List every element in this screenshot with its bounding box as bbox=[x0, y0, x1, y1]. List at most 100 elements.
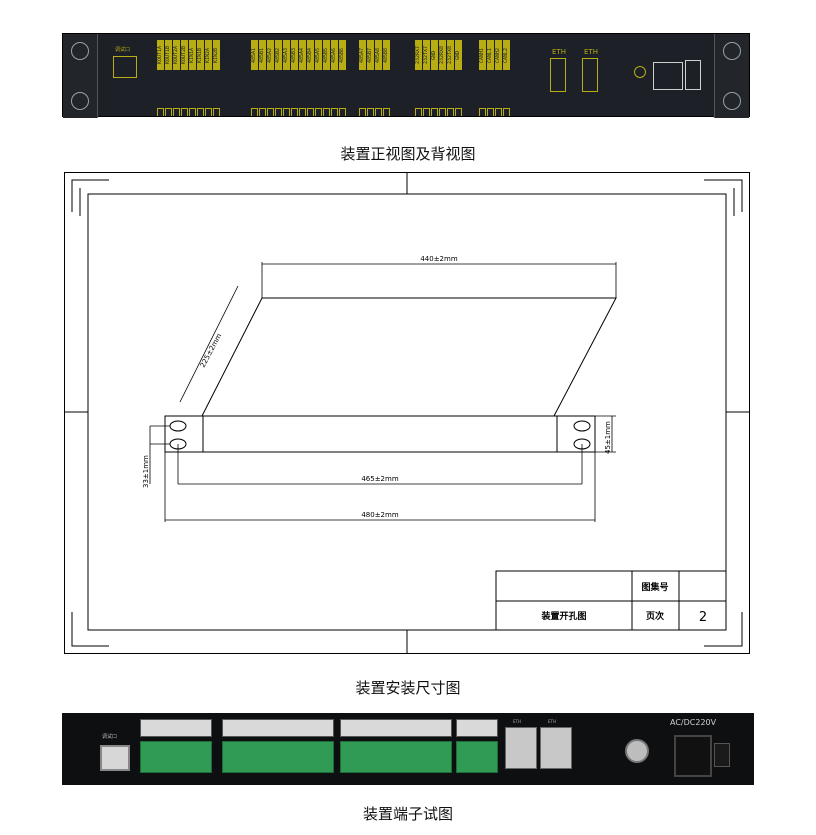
terminal-pin bbox=[375, 108, 382, 116]
terminal-plug bbox=[456, 741, 498, 773]
terminal-label: KIN1A bbox=[189, 40, 196, 70]
dim-mount-spacing: 465±2mm bbox=[361, 475, 398, 483]
terminal-label: 485A4 bbox=[299, 40, 306, 70]
dim-depth: 225±2mm bbox=[199, 332, 224, 369]
terminal-pin bbox=[487, 108, 494, 116]
terminal-pin bbox=[307, 108, 314, 116]
terminal-pin bbox=[165, 108, 172, 116]
terminal-label: 485A3 bbox=[283, 40, 290, 70]
terminal-label: 232RX7 bbox=[415, 40, 422, 70]
mount-hole-icon bbox=[71, 42, 89, 60]
terminal-header bbox=[140, 719, 212, 737]
eth1-jack-icon bbox=[505, 727, 537, 769]
terminal-pin bbox=[173, 108, 180, 116]
eth1-label: ETH bbox=[552, 48, 566, 56]
terminal-label: 485B7 bbox=[367, 40, 374, 70]
terminal-label: KOUT1A bbox=[157, 40, 164, 70]
terminal-plug bbox=[340, 741, 452, 773]
mount-hole-icon bbox=[723, 42, 741, 60]
caption-terminal-view: 装置端子试图 bbox=[362, 805, 453, 823]
mount-hole-icon bbox=[723, 92, 741, 110]
terminal-label: 485B6 bbox=[339, 40, 346, 70]
power-switch-icon bbox=[714, 743, 730, 767]
terminal-label: KOUT2B bbox=[181, 40, 188, 70]
power-inlet-icon bbox=[674, 735, 712, 777]
terminal-label: 485A2 bbox=[267, 40, 274, 70]
terminal-plug bbox=[140, 741, 212, 773]
terminal-label: 485B5 bbox=[323, 40, 330, 70]
dim-hole-spacing: 33±1mm bbox=[142, 455, 150, 488]
terminal-label: 485A7 bbox=[359, 40, 366, 70]
terminal-label: CANH1 bbox=[479, 40, 486, 70]
terminal-label: KOUT1B bbox=[165, 40, 172, 70]
back-eth1-label: ETH bbox=[513, 719, 521, 724]
ground-terminal-icon bbox=[625, 739, 649, 763]
dim-height: 45±1mm bbox=[604, 421, 612, 454]
title-block-drawing-name: 装置开孔图 bbox=[540, 610, 586, 622]
title-block-page-number: 2 bbox=[699, 610, 707, 625]
terminal-label: KIN1B bbox=[197, 40, 204, 70]
terminal-label: 232TX7 bbox=[423, 40, 430, 70]
title-block-atlas-label: 图集号 bbox=[641, 581, 668, 593]
terminal-header bbox=[222, 719, 334, 737]
terminal-plug bbox=[222, 741, 334, 773]
terminal-label: 485B1 bbox=[259, 40, 266, 70]
terminal-pin bbox=[323, 108, 330, 116]
drawing-outer-border bbox=[64, 172, 750, 654]
terminal-block-row bbox=[140, 719, 500, 779]
terminal-label: CANH2 bbox=[495, 40, 502, 70]
terminal-label: KOUT2A bbox=[173, 40, 180, 70]
terminal-label: CANL2 bbox=[503, 40, 510, 70]
terminal-label: 485A8 bbox=[375, 40, 382, 70]
back-eth2-label: ETH bbox=[548, 719, 556, 724]
terminal-label: 485B8 bbox=[383, 40, 390, 70]
terminal-label: 485B4 bbox=[307, 40, 314, 70]
caption-install-dimensions: 装置安装尺寸图 bbox=[355, 679, 461, 697]
terminal-pin bbox=[455, 108, 462, 116]
caption-front-back-view: 装置正视图及背视图 bbox=[340, 145, 476, 163]
install-dimension-drawing: 440±2mm 225±2mm 465±2mm 480±2mm 33±1mm 4… bbox=[64, 172, 750, 654]
terminal-pin bbox=[213, 108, 220, 116]
ground-icon bbox=[634, 66, 646, 78]
terminal-pin bbox=[495, 108, 502, 116]
power-rating-label: AC/DC220V bbox=[670, 718, 717, 727]
terminal-label: 485B2 bbox=[275, 40, 282, 70]
left-rack-ear bbox=[63, 34, 98, 118]
terminal-pin bbox=[197, 108, 204, 116]
terminal-pin bbox=[275, 108, 282, 116]
terminal-label: 485B3 bbox=[291, 40, 298, 70]
terminal-label: KIN2A bbox=[205, 40, 212, 70]
terminal-pin bbox=[157, 108, 164, 116]
mount-hole-icon bbox=[71, 92, 89, 110]
terminal-pin bbox=[479, 108, 486, 116]
terminal-pin bbox=[383, 108, 390, 116]
terminal-label: GND bbox=[455, 40, 462, 70]
terminal-pin bbox=[267, 108, 274, 116]
dim-top-width: 440±2mm bbox=[420, 255, 457, 263]
eth2-port-icon bbox=[582, 58, 598, 92]
terminal-pin bbox=[423, 108, 430, 116]
terminal-pin bbox=[283, 108, 290, 116]
debug-port-icon bbox=[113, 56, 137, 78]
terminal-label: CANL1 bbox=[487, 40, 494, 70]
terminal-pin bbox=[431, 108, 438, 116]
terminal-pin bbox=[447, 108, 454, 116]
title-block bbox=[495, 570, 727, 631]
back-debug-port-label: 调试口 bbox=[102, 734, 118, 740]
terminal-pin bbox=[299, 108, 306, 116]
eth2-jack-icon bbox=[540, 727, 572, 769]
terminal-label: 232TX8 bbox=[447, 40, 454, 70]
terminal-pin bbox=[315, 108, 322, 116]
power-switch-icon bbox=[685, 60, 701, 90]
debug-port-label: 调试口 bbox=[115, 47, 131, 53]
terminal-label: 485A1 bbox=[251, 40, 258, 70]
terminal-label: KIN2B bbox=[213, 40, 220, 70]
terminal-label: 485A6 bbox=[331, 40, 338, 70]
terminal-pin bbox=[359, 108, 366, 116]
terminal-label: GND bbox=[431, 40, 438, 70]
